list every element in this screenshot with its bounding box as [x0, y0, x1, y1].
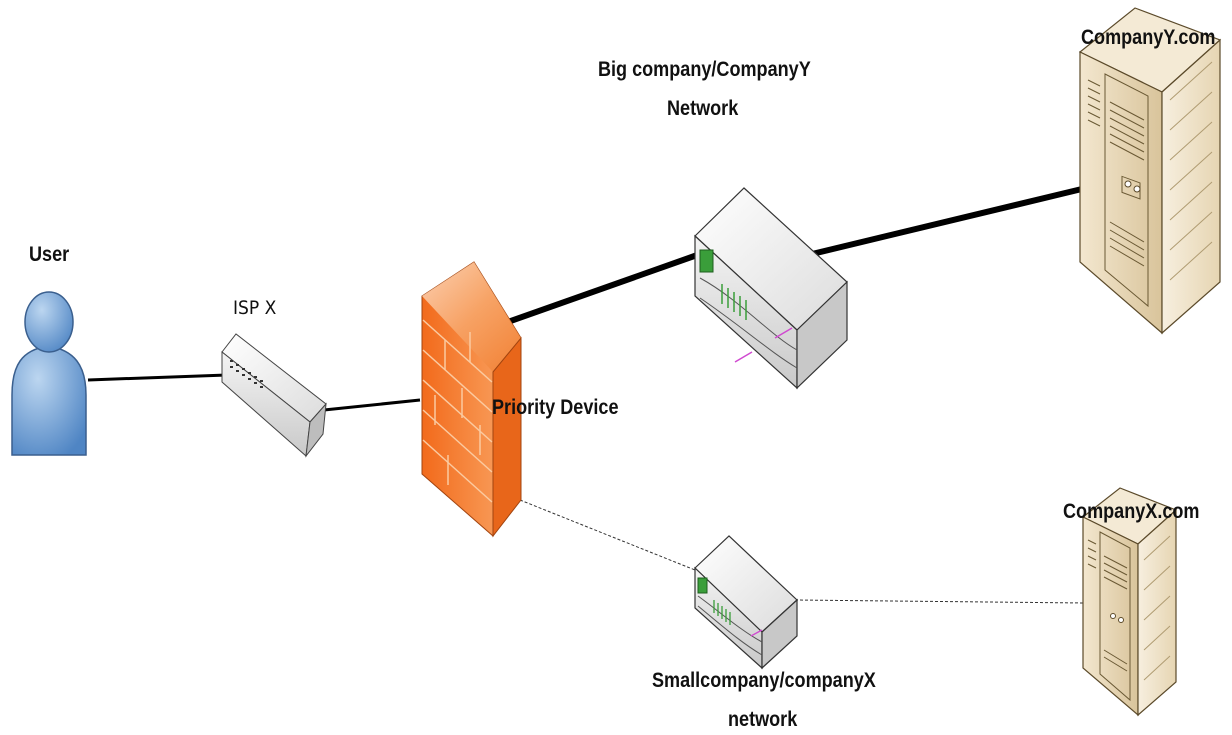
server-tower-icon[interactable] — [1081, 487, 1178, 717]
user-icon[interactable] — [11, 291, 87, 456]
router-icon[interactable] — [694, 187, 848, 390]
link-isp-priority — [323, 398, 421, 412]
link-router-y-server-y — [811, 185, 1087, 257]
big-company-label-line1: Big company/CompanyY — [598, 58, 811, 81]
isp-label: ISP X — [233, 297, 277, 319]
firewall-icon[interactable] — [421, 261, 522, 538]
big-company-label-line2: Network — [667, 97, 739, 120]
router-icon[interactable] — [694, 535, 798, 670]
server-tower-icon[interactable] — [1078, 7, 1222, 335]
small-company-label-line2: network — [728, 708, 798, 731]
network-switch-icon[interactable] — [221, 333, 327, 458]
company-y-label: CompanyY.com — [1081, 26, 1216, 49]
priority-device-label: Priority Device — [492, 396, 619, 419]
links — [87, 185, 1087, 604]
link-priority-router-x — [519, 499, 701, 573]
small-company-label-line1: Smallcompany/companyX — [652, 669, 876, 692]
link-router-x-server-x — [794, 599, 1086, 604]
link-priority-router-y — [503, 251, 702, 326]
user-label: User — [29, 243, 70, 266]
link-user-isp — [87, 373, 228, 382]
company-x-label: CompanyX.com — [1063, 500, 1200, 523]
